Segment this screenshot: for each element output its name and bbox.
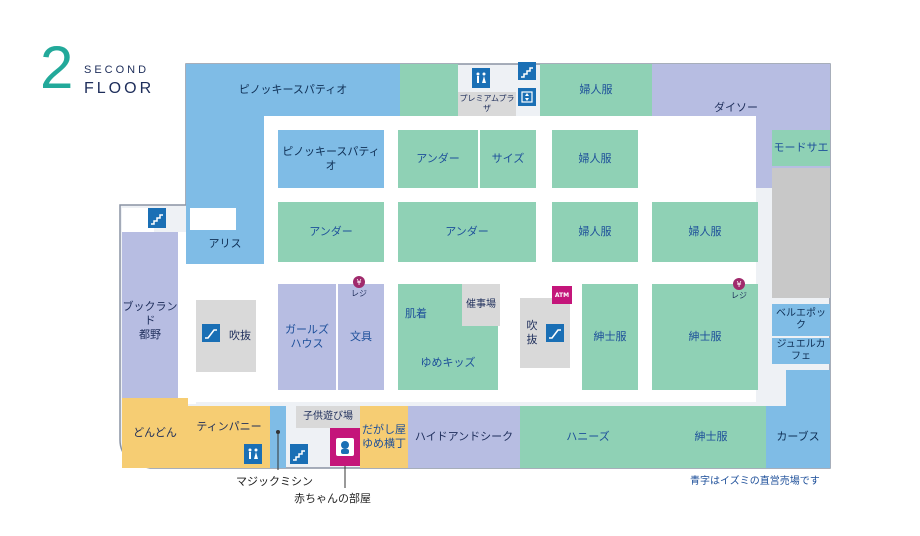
stairs-icon xyxy=(518,62,536,80)
service-area xyxy=(400,64,458,116)
store-honeys[interactable]: ハニーズ xyxy=(520,406,656,468)
store-under-2[interactable]: アンダー xyxy=(278,202,384,262)
register-icon: ¥ レジ xyxy=(351,276,367,298)
atrium-west: 吹抜 xyxy=(196,300,256,372)
corridor-west xyxy=(176,232,196,404)
store-size[interactable]: サイズ xyxy=(480,130,536,188)
floor-number: 2 xyxy=(40,34,74,101)
register-icon: ¥ レジ xyxy=(731,278,747,300)
escalator-icon xyxy=(546,324,564,342)
store-mens-1[interactable]: 紳士服 xyxy=(582,284,638,390)
store-pinocchio-top[interactable]: ピノッキースパティオ xyxy=(186,64,400,116)
legend-note: 青字はイズミの直営売場です xyxy=(690,476,820,487)
stairs-icon xyxy=(290,444,308,464)
store-mode-sae[interactable]: モードサエ xyxy=(772,130,830,166)
store-ladies-4[interactable]: 婦人服 xyxy=(652,202,758,262)
store-dondon[interactable]: どんどん xyxy=(122,398,188,468)
store-hadagi[interactable]: 肌着 xyxy=(398,284,434,344)
yen-icon: ¥ xyxy=(353,276,365,288)
restroom-icon xyxy=(244,444,262,464)
store-dagashi[interactable]: だがし屋 ゆめ横丁 xyxy=(360,406,408,468)
store-ladies-2[interactable]: 婦人服 xyxy=(552,130,638,188)
stairs-icon xyxy=(148,208,166,228)
store-premium-plaza[interactable]: プレミアムプラザ xyxy=(458,92,516,116)
store-bunbogu[interactable]: 文具 xyxy=(338,284,384,390)
store-pinocchio-west xyxy=(186,116,264,200)
store-kids-play[interactable]: 子供遊び場 xyxy=(296,406,360,428)
store-hide-and-seek[interactable]: ハイドアンドシーク xyxy=(408,406,520,468)
store-carbs[interactable]: カーブス xyxy=(766,406,830,468)
store-under-3[interactable]: アンダー xyxy=(398,202,536,262)
corridor-ne xyxy=(652,116,756,188)
store-jewel-cafe[interactable]: ジュエルカフェ xyxy=(772,338,830,364)
store-mens-2[interactable]: 紳士服 xyxy=(652,284,758,390)
escalator-icon xyxy=(202,324,220,342)
store-bookland-tsuno[interactable]: ブックランド 都野 xyxy=(122,232,178,410)
store-ladies-3[interactable]: 婦人服 xyxy=(552,202,638,262)
store-under-1[interactable]: アンダー xyxy=(398,130,478,188)
store-ladies-top[interactable]: 婦人服 xyxy=(540,64,652,116)
label-baby-room: 赤ちゃんの部屋 xyxy=(294,492,371,505)
restroom-icon xyxy=(472,68,490,88)
elevator-icon xyxy=(518,88,536,106)
baby-room-icon[interactable] xyxy=(330,428,360,466)
alice-notch xyxy=(190,208,236,230)
store-girls-house[interactable]: ガールズ ハウス xyxy=(278,284,336,390)
atm-icon: ATM xyxy=(552,286,572,304)
store-pinocchio-mid[interactable]: ピノッキースパティオ xyxy=(278,130,384,188)
label-magic-sewing: マジックミシン xyxy=(236,475,313,488)
floor-word-floor: FLOOR xyxy=(84,80,155,97)
backroom-east xyxy=(772,168,830,298)
floor-word-second: SECOND xyxy=(84,64,150,76)
yen-icon: ¥ xyxy=(733,278,745,290)
store-mens-3[interactable]: 紳士服 xyxy=(656,406,766,468)
store-event-space[interactable]: 催事場 xyxy=(462,284,500,326)
store-carbs-upper xyxy=(786,370,830,408)
store-bellepoque[interactable]: ベルエポック xyxy=(772,304,830,336)
